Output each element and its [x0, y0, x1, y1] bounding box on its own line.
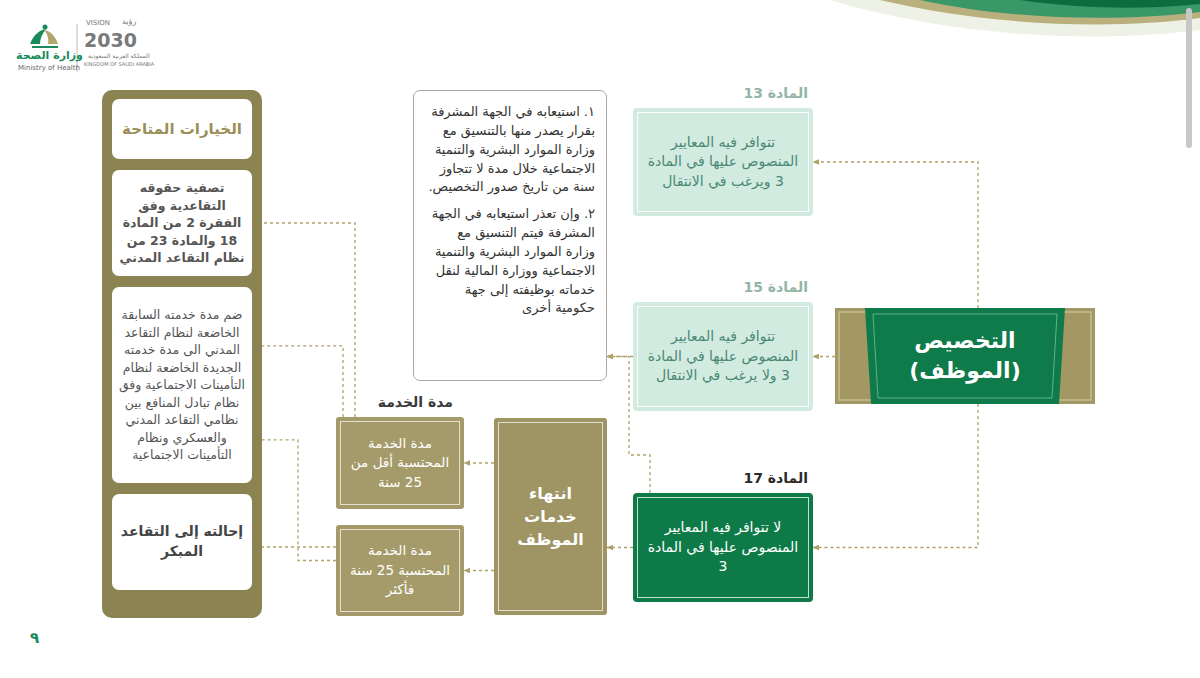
note-box: ١. استيعابه في الجهة المشرفة بقرار يصدر …: [413, 90, 607, 381]
band-tab: [835, 308, 1095, 404]
scrollbar: [1186, 8, 1192, 148]
band-line: [873, 314, 1057, 398]
panel-heading: الخيارات المتاحة: [112, 99, 252, 159]
box-heading: المادة 17: [740, 469, 811, 487]
box-text: ٢. وإن تعذر استيعابه في الجهة المشرفة في…: [425, 205, 595, 318]
logo-leaf: [44, 30, 58, 44]
box-text: إحالته إلى التقاعد المبكر: [118, 522, 246, 561]
box-heading: المادة 13: [740, 84, 811, 102]
box-heading: مدة الخدمة: [375, 393, 456, 411]
service-box: مدة الخدمةمدة الخدمة المحتسبة أقل من 25 …: [336, 417, 464, 509]
logo-text: 2030: [84, 30, 137, 51]
logo-text: KINGDOM OF SAUDI ARABIA: [84, 62, 154, 68]
box-heading: المادة 15: [740, 278, 811, 296]
option-box: تصفية حقوقه التقاعدية وفق الفقرة 2 من ال…: [112, 170, 252, 276]
dashed-connector: [813, 356, 835, 357]
corner-swoosh: [1020, 0, 1200, 8]
logo-dot: [43, 25, 48, 30]
option-box: إحالته إلى التقاعد المبكر: [112, 494, 252, 590]
logo-text: رؤية: [122, 18, 136, 27]
ministry-logo: [30, 25, 58, 48]
box-text: لا تتوافر فيه المعايير المنصوص عليها في …: [647, 518, 799, 577]
dashed-connector: [464, 570, 494, 571]
service-box: مدة الخدمة المحتسبة 25 سنة فأكثر: [336, 525, 464, 616]
dashed-connector: [813, 162, 978, 308]
band-center: [865, 308, 1065, 404]
corner-swoosh: [830, 0, 1200, 37]
process-box: انتهاء خدمات الموظف: [494, 418, 607, 615]
dashed-connector: [252, 546, 336, 547]
dashed-connector: [607, 547, 633, 548]
dashed-connector: [252, 440, 336, 561]
allocation-band: التخصيص (الموظف): [835, 308, 1095, 404]
dashed-connector: [252, 223, 355, 417]
logo-leaf: [30, 29, 46, 44]
box-text: تصفية حقوقه التقاعدية وفق الفقرة 2 من ال…: [118, 179, 246, 267]
logo-text: المملكة العربية السعودية: [88, 53, 150, 60]
option-box: ضم مدة خدمته السابقة الخاضعة لنظام التقا…: [112, 287, 252, 483]
logo-text: Ministry of Health: [18, 65, 80, 73]
box-text: مدة الخدمة المحتسبة 25 سنة فأكثر: [346, 541, 454, 600]
band-shape: [835, 308, 1095, 404]
box-text: تتوافر فيه المعايير المنصوص عليها في الم…: [647, 133, 799, 192]
corner-swoosh: [880, 0, 1200, 24]
logo-text: وزارة الصحة: [16, 50, 83, 62]
logo-bar: [32, 46, 58, 48]
box-text: ١. استيعابه في الجهة المشرفة بقرار يصدر …: [425, 103, 595, 197]
article-box: المادة 17لا تتوافر فيه المعايير المنصوص …: [633, 493, 813, 602]
box-text: تتوافر فيه المعايير المنصوص عليها في الم…: [647, 327, 799, 386]
article-box: المادة 13تتوافر فيه المعايير المنصوص علي…: [633, 108, 813, 216]
dashed-connector: [813, 404, 978, 548]
dashed-connector: [252, 346, 343, 417]
dashed-connector: [464, 462, 494, 463]
options-panel: الخيارات المتاحة تصفية حقوقه التقاعدية وف…: [102, 90, 262, 618]
box-text: انتهاء خدمات الموظف: [504, 482, 597, 552]
box-text: التخصيص (الموظف): [890, 326, 1040, 385]
article-box: المادة 15تتوافر فيه المعايير المنصوص علي…: [633, 302, 813, 411]
logo-text: VISION: [86, 20, 110, 28]
corner-swoosh: [920, 0, 1200, 18]
box-text: مدة الخدمة المحتسبة أقل من 25 سنة: [346, 434, 454, 493]
box-text: ضم مدة خدمته السابقة الخاضعة لنظام التقا…: [118, 306, 246, 464]
page-number: ٩: [30, 630, 39, 647]
